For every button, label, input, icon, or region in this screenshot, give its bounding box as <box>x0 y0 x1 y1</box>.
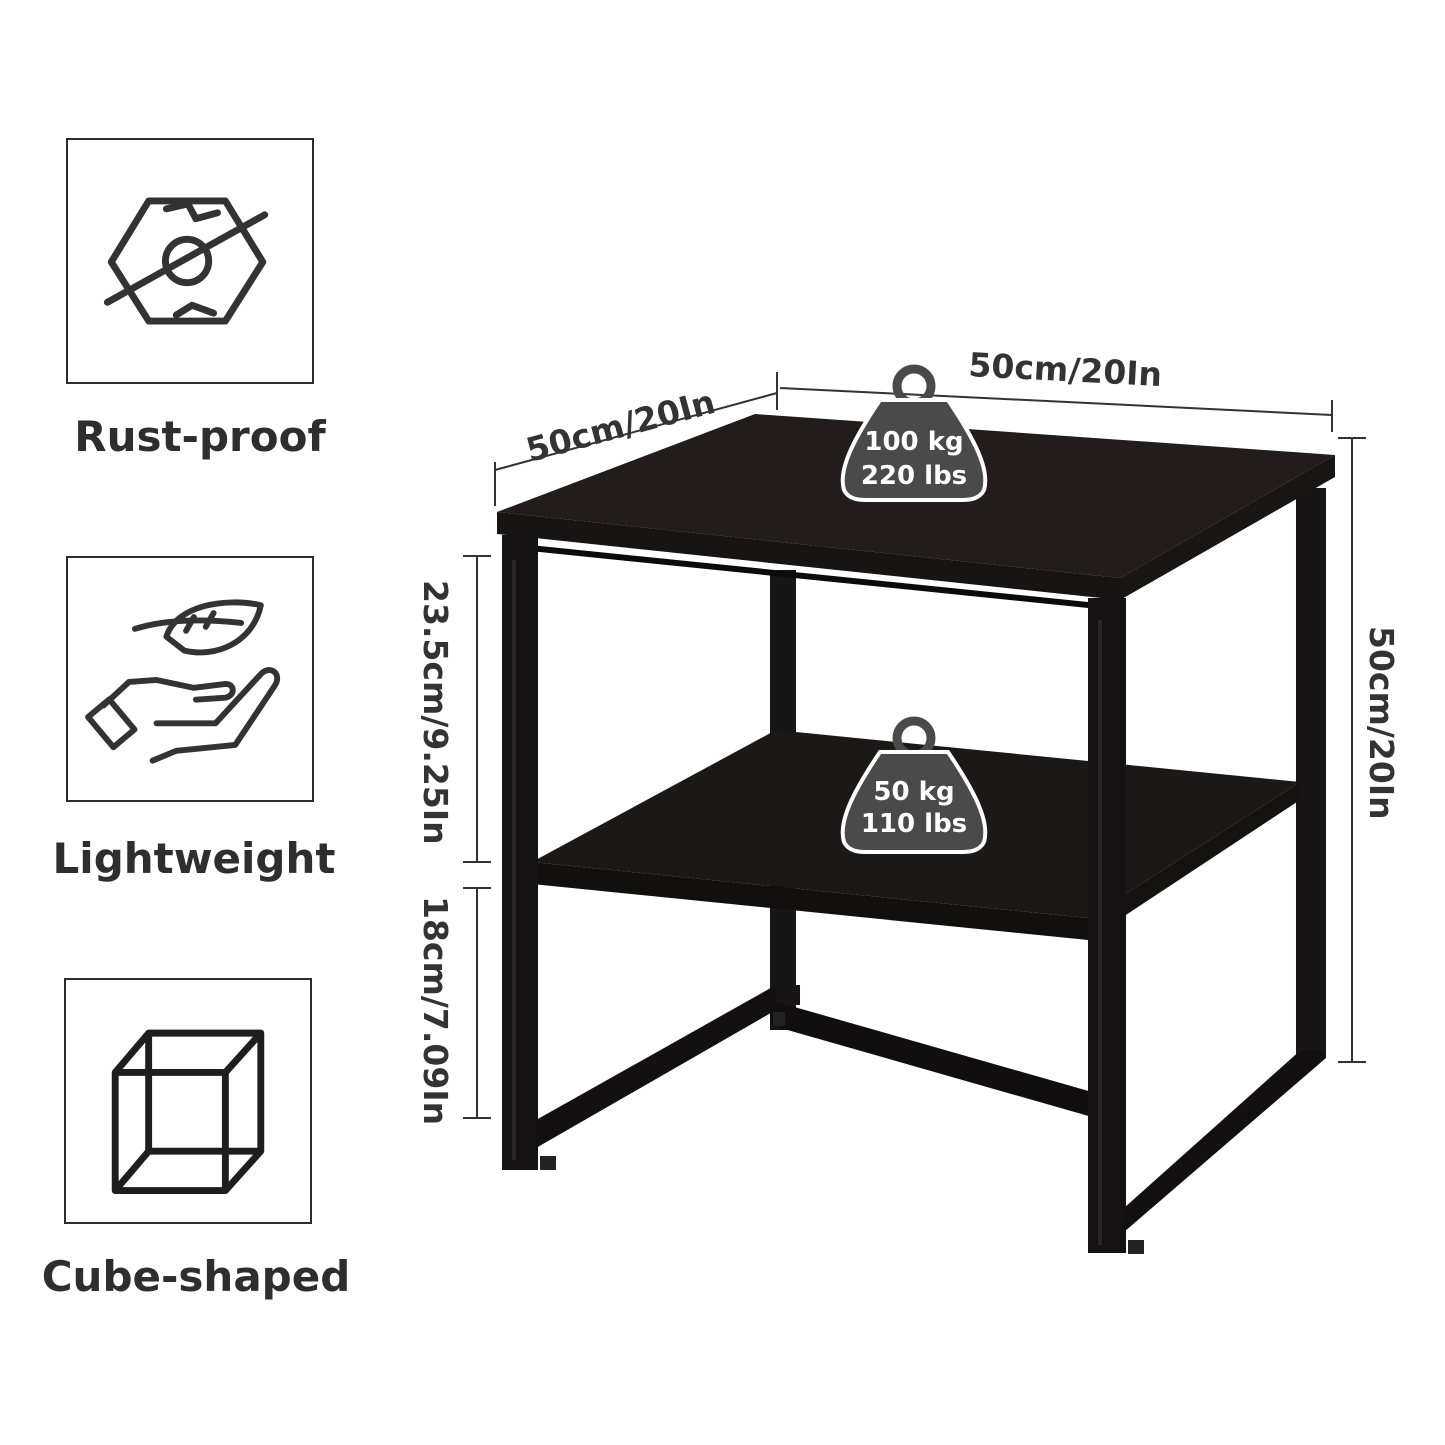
feature-label-cube-shaped: Cube-shaped <box>41 1252 351 1301</box>
rust-proof-box <box>66 138 314 384</box>
front-legs <box>502 535 1326 1254</box>
top-load-badge: 100 kg 220 lbs <box>840 364 988 502</box>
dimension-lines <box>463 372 1366 1119</box>
lower-clearance-label: 18cm/7.09In <box>416 896 455 1125</box>
upper-clearance-label: 23.5cm/9.25In <box>416 580 455 845</box>
top-load-lbs: 220 lbs <box>861 461 967 491</box>
cube-icon <box>111 1029 265 1194</box>
feature-label-lightweight: Lightweight <box>52 834 336 883</box>
height-label: 50cm/20In <box>1362 626 1401 820</box>
shelf-load-lbs: 110 lbs <box>861 809 967 839</box>
rust-proof-hexagon-icon <box>103 197 269 325</box>
shelf-load-kg: 50 kg <box>873 777 954 807</box>
leaf-hand-icon <box>85 599 281 764</box>
feature-label-rust-proof: Rust-proof <box>74 412 326 461</box>
shelf-load-badge: 50 kg 110 lbs <box>840 716 988 854</box>
lightweight-box <box>66 556 314 802</box>
cube-shaped-box <box>64 978 312 1224</box>
width-label: 50cm/20In <box>968 345 1163 394</box>
top-load-kg: 100 kg <box>864 427 963 457</box>
